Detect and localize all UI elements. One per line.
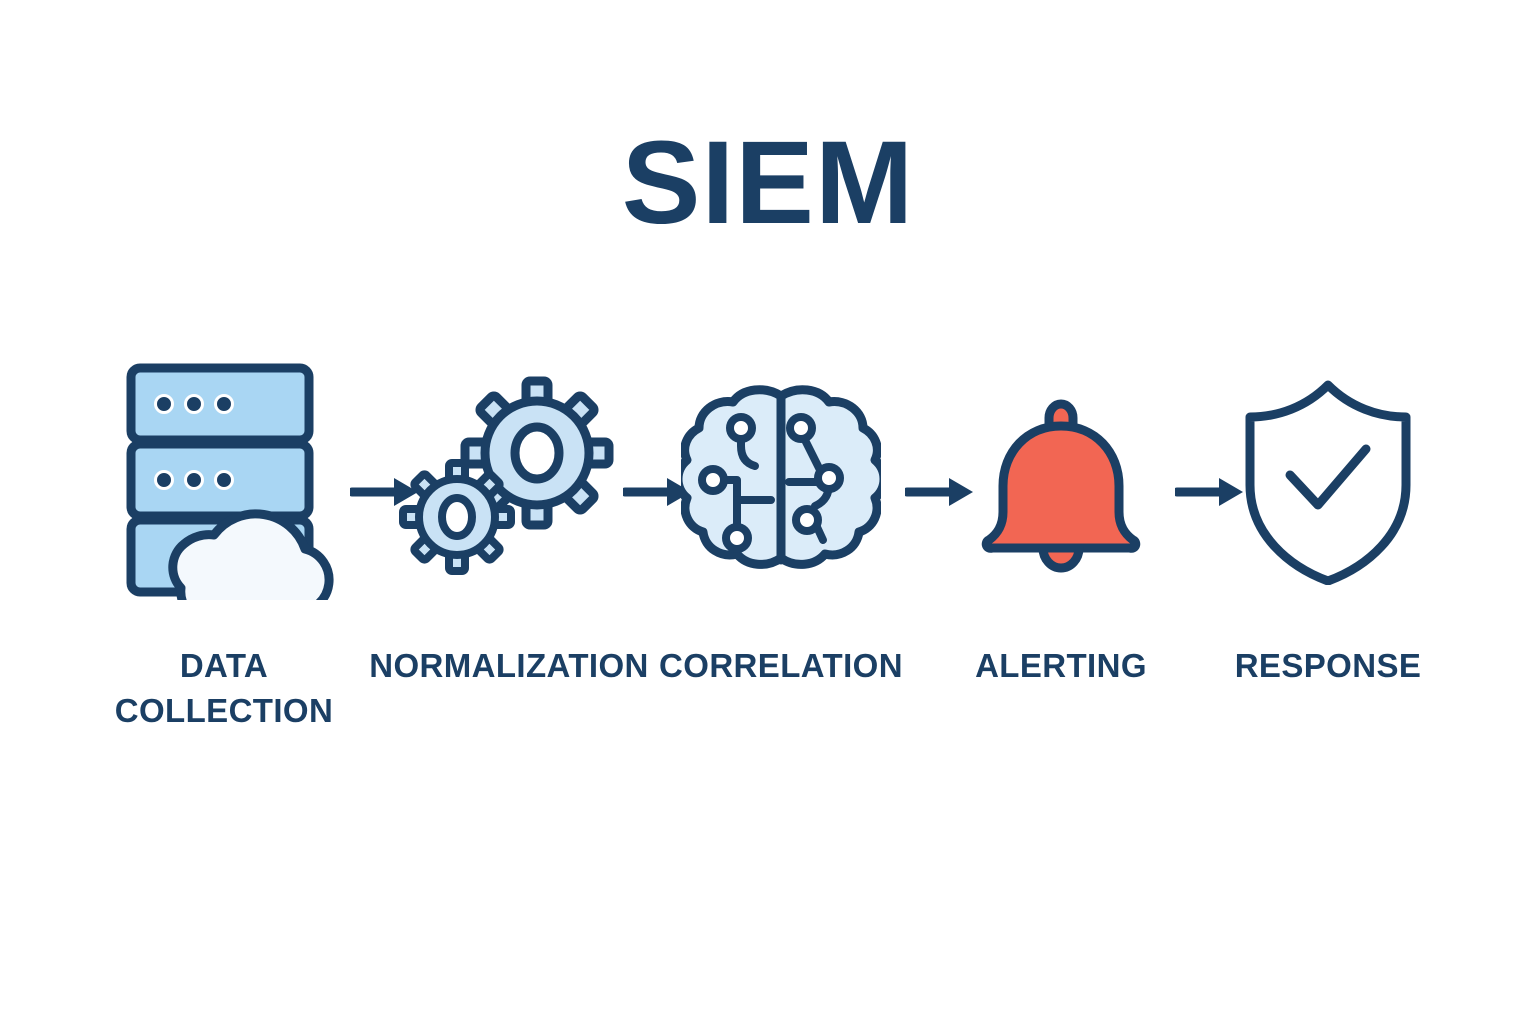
brain-circuit-icon [661, 355, 901, 605]
stage-response[interactable]: RESPONSE [1208, 355, 1448, 755]
gears-icon [389, 355, 629, 605]
shield-check-icon [1208, 355, 1448, 605]
bell-icon [941, 355, 1181, 605]
stage-label-normalization: NORMALIZATION [369, 647, 649, 684]
server-cloud-icon [104, 355, 344, 605]
arrow-data-to-normalization [341, 467, 431, 517]
stage-label-alerting: ALERTING [975, 647, 1147, 684]
stage-correlation[interactable]: CORRELATION [659, 355, 903, 755]
stage-normalization[interactable]: NORMALIZATION [369, 355, 648, 755]
process-flow: DATA COLLECTION [96, 355, 1456, 755]
arrow-normalization-to-correlation [614, 467, 704, 517]
page-title: SIEM [621, 117, 915, 249]
stage-label-response: RESPONSE [1234, 647, 1422, 684]
arrow-correlation-to-alerting [896, 467, 986, 517]
stage-alerting[interactable]: ALERTING [941, 355, 1181, 755]
stage-label-data-collection: DATA COLLECTION [114, 647, 334, 729]
arrow-alerting-to-response [1166, 467, 1256, 517]
stage-label-correlation: CORRELATION [659, 647, 903, 684]
stage-data-collection[interactable]: DATA COLLECTION [104, 355, 344, 755]
